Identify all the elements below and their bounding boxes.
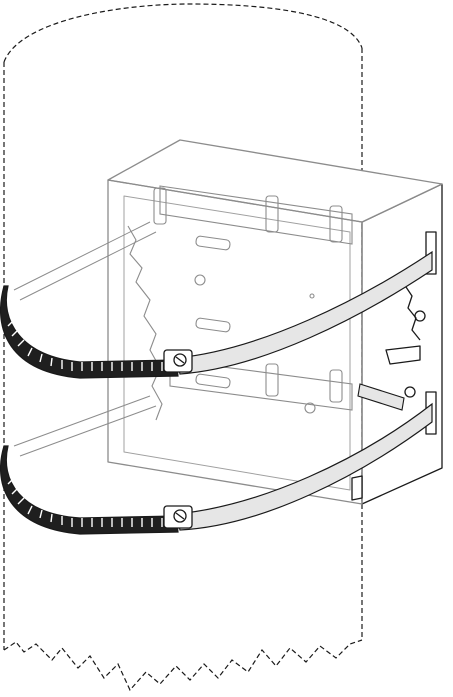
bracket-slot-2 (195, 318, 230, 333)
enclosure-bottom-tab (352, 476, 362, 500)
upper-clamp-back (14, 222, 156, 300)
bracket-tab-5 (330, 370, 342, 402)
bracket-torn-edge (128, 226, 162, 420)
bracket-slot-1 (195, 236, 230, 251)
pole (4, 4, 362, 690)
lower-clamp-back (14, 396, 156, 456)
bracket-slot-3 (195, 374, 230, 389)
bracket-hole-3 (310, 294, 314, 298)
enclosure-recess (124, 196, 350, 490)
enclosure-screw-lower (405, 387, 415, 397)
pole-top-edge (4, 4, 362, 62)
bracket-hole-1 (195, 275, 205, 285)
bracket-tab-4 (266, 364, 278, 396)
enclosure-screw-upper (415, 311, 425, 321)
bracket (128, 186, 352, 420)
pole-broken-bottom (4, 640, 362, 690)
